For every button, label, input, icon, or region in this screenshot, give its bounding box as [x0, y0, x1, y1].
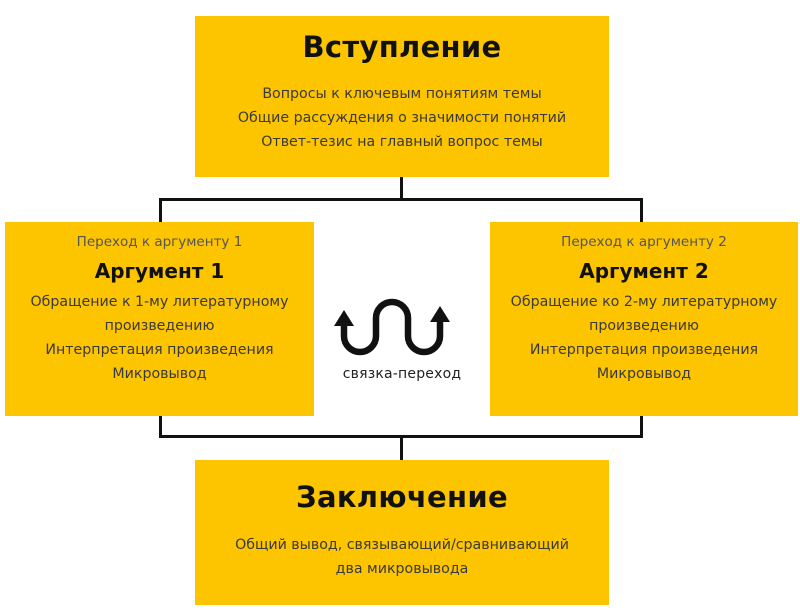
intro-line-1: Вопросы к ключевым понятиям темы [262, 86, 542, 102]
connector-top-left-drop [159, 198, 162, 222]
argument-2-title: Аргумент 2 [579, 259, 709, 283]
argument-2-line-3: Интерпретация произведения [529, 342, 759, 358]
conclusion-title: Заключение [296, 480, 508, 514]
argument-1-title: Аргумент 1 [94, 259, 225, 283]
connector-top-right-drop [640, 198, 643, 222]
argument-1-line-1: Обращение к 1-му литературному [30, 294, 289, 310]
conclusion-box: Заключение Общий вывод, связывающий/срав… [195, 460, 609, 605]
intro-box: Вступление Вопросы к ключевым понятиям т… [195, 16, 609, 177]
connector-top-bar [159, 198, 643, 201]
intro-title: Вступление [302, 30, 502, 64]
argument-1-line-3: Интерпретация произведения [45, 342, 274, 358]
link-label: связка-переход [342, 366, 462, 382]
intro-line-3: Ответ-тезис на главный вопрос темы [261, 134, 543, 150]
argument-2-line-1: Обращение ко 2-му литературному [510, 294, 778, 310]
argument-1-transition: Переход к аргументу 1 [76, 234, 243, 250]
connector-intro-stem [400, 177, 403, 200]
conclusion-line-1: Общий вывод, связывающий/сравнивающий [235, 537, 569, 553]
argument-2-line-2: произведению [589, 318, 699, 334]
argument-1-line-4: Микровывод [112, 366, 207, 382]
argument-2-box: Переход к аргументу 2 Аргумент 2 Обращен… [490, 222, 798, 416]
wave-arrows-icon [334, 298, 450, 356]
argument-2-line-4: Микровывод [596, 366, 692, 382]
argument-2-transition: Переход к аргументу 2 [561, 234, 727, 250]
connector-conclusion-stem [400, 435, 403, 460]
connector-bottom-left-rise [159, 416, 162, 438]
argument-1-line-2: произведению [104, 318, 215, 334]
connector-bottom-right-rise [640, 416, 643, 438]
intro-line-2: Общие рассуждения о значимости понятий [237, 110, 567, 126]
argument-1-box: Переход к аргументу 1 Аргумент 1 Обращен… [5, 222, 314, 416]
conclusion-line-2: два микровывода [335, 561, 469, 577]
